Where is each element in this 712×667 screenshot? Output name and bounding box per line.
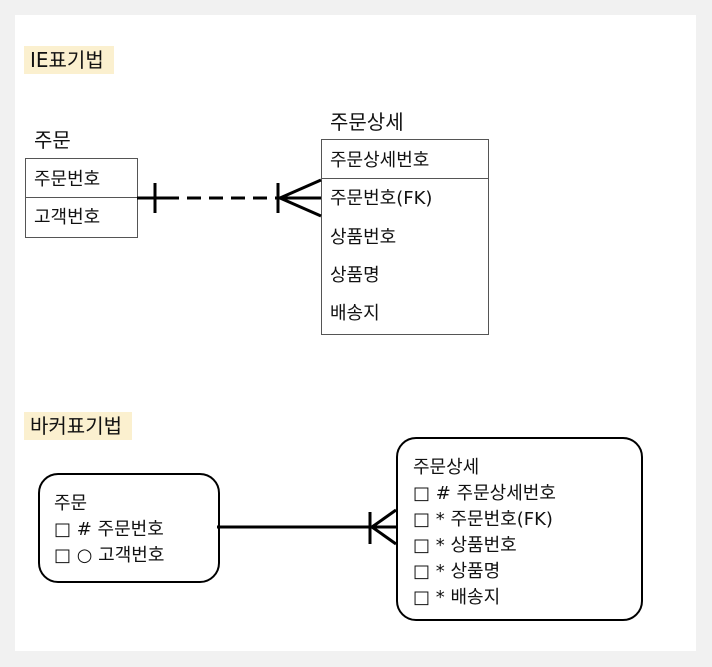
barker-order-detail-attr-product-no: □ * 상품번호 — [413, 535, 517, 556]
ie-order-entity: 주문번호 고객번호 — [25, 158, 138, 238]
barker-order-attr-customer-no: □ ○ 고객번호 — [54, 545, 165, 566]
ie-order-detail-attr-product-name: 상품명 — [330, 265, 380, 286]
barker-order-detail-attr-address: □ * 배송지 — [413, 587, 501, 608]
barker-order-detail-entity — [396, 437, 643, 621]
ie-order-detail-entity: 주문상세번호 주문번호(FK) 상품번호 상품명 배송지 — [321, 139, 489, 335]
barker-notation-label: 바커표기법 — [24, 412, 132, 440]
ie-order-detail-pk: 주문상세번호 — [330, 150, 430, 171]
barker-crows-foot-mark — [371, 508, 397, 546]
barker-order-attr-order-no: □ # 주문번호 — [54, 519, 164, 540]
ie-crows-foot-mark — [279, 178, 322, 218]
ie-notation-label: IE표기법 — [24, 46, 114, 74]
ie-order-detail-attr-fk: 주문번호(FK) — [330, 188, 433, 209]
ie-order-row-divider — [26, 197, 137, 198]
barker-order-detail-entity-title: 주문상세 — [413, 457, 480, 478]
barker-order-detail-attr-fk: □ * 주문번호(FK) — [413, 509, 553, 530]
barker-order-entity-title: 주문 — [54, 493, 88, 514]
barker-order-detail-attr-product-name: □ * 상품명 — [413, 561, 501, 582]
ie-order-attr-order-no: 주문번호 — [34, 169, 101, 190]
ie-order-detail-entity-title: 주문상세 — [330, 110, 404, 134]
ie-order-entity-title: 주문 — [34, 128, 71, 152]
ie-order-attr-customer-no: 고객번호 — [34, 207, 101, 228]
barker-order-detail-attr-pk: □ # 주문상세번호 — [413, 483, 556, 504]
barker-order-entity — [38, 473, 220, 583]
ie-order-detail-attr-address: 배송지 — [330, 303, 380, 324]
ie-order-detail-attr-product-no: 상품번호 — [330, 227, 397, 248]
ie-order-detail-pk-divider — [322, 178, 488, 179]
